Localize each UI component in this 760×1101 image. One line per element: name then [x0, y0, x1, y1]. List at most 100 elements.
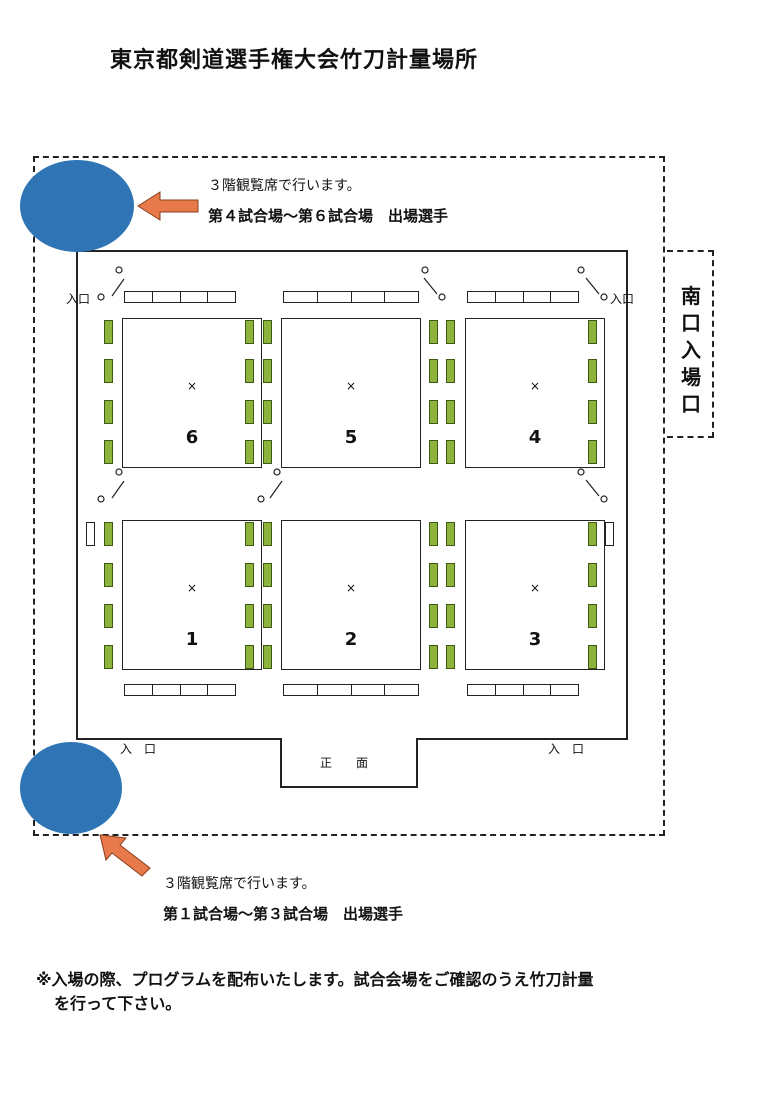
bench — [245, 400, 254, 424]
bench — [245, 320, 254, 344]
side-box — [86, 522, 95, 546]
entrance-label: 入口 — [610, 292, 635, 306]
bench — [104, 563, 113, 587]
court-number: 1 — [185, 629, 199, 650]
bench — [446, 320, 455, 344]
court-number: 2 — [344, 629, 358, 650]
bench — [588, 645, 597, 669]
door-swing — [585, 277, 600, 295]
bench — [245, 563, 254, 587]
door-circle — [115, 266, 123, 274]
weighing-location-marker — [20, 742, 122, 834]
bench — [446, 440, 455, 464]
bench — [429, 400, 438, 424]
bench — [104, 604, 113, 628]
bench — [429, 359, 438, 383]
official-table — [467, 684, 579, 696]
bench — [429, 522, 438, 546]
door-circle — [600, 293, 608, 301]
top-note-line2: 第４試合場～第６試合場 出場選手 — [208, 207, 449, 225]
door-circle — [97, 495, 105, 503]
footer-line1: ※入場の際、プログラムを配布いたします。試合会場をご確認のうえ竹刀計量 — [36, 970, 594, 989]
center-mark: × — [529, 581, 541, 595]
official-table — [283, 684, 419, 696]
south-entrance-label: 南口入場口 — [681, 284, 701, 416]
bench — [245, 440, 254, 464]
bench — [429, 645, 438, 669]
official-table — [124, 291, 236, 303]
court-5: × 5 — [281, 318, 421, 468]
bench — [446, 400, 455, 424]
bench — [104, 320, 113, 344]
bench — [263, 400, 272, 424]
bench — [588, 400, 597, 424]
door-circle — [600, 495, 608, 503]
bench — [446, 522, 455, 546]
court-number: 4 — [528, 427, 542, 448]
entrance-label: 入口 — [66, 292, 91, 306]
front-notch — [280, 738, 418, 788]
court-number: 3 — [528, 629, 542, 650]
bench — [263, 563, 272, 587]
center-mark: × — [186, 379, 198, 393]
court-6: × 6 — [122, 318, 262, 468]
door-circle — [97, 293, 105, 301]
bottom-note-line1: ３階観覧席で行います。 — [163, 876, 316, 892]
official-table — [283, 291, 419, 303]
page-title: 東京都剣道選手権大会竹刀計量場所 — [110, 48, 479, 73]
bench — [245, 522, 254, 546]
bench — [245, 604, 254, 628]
door-circle — [421, 266, 429, 274]
side-box — [605, 522, 614, 546]
court-1: × 1 — [122, 520, 262, 670]
bench — [245, 359, 254, 383]
bench — [429, 320, 438, 344]
entrance-label: 入 口 — [548, 742, 585, 756]
court-number: 6 — [185, 427, 199, 448]
door-circle — [438, 293, 446, 301]
footer-note: ※入場の際、プログラムを配布いたします。試合会場をご確認のうえ竹刀計量 を行って… — [36, 968, 736, 1016]
bench — [446, 359, 455, 383]
official-table — [467, 291, 579, 303]
bench — [263, 604, 272, 628]
bench — [429, 563, 438, 587]
bench — [104, 522, 113, 546]
bench — [263, 320, 272, 344]
door-circle — [115, 468, 123, 476]
footer-line2: を行って下さい。 — [54, 994, 182, 1013]
bench — [446, 645, 455, 669]
door-swing — [585, 479, 600, 497]
weighing-location-marker — [20, 160, 134, 252]
court-4: × 4 — [465, 318, 605, 468]
bench — [104, 359, 113, 383]
bench — [263, 440, 272, 464]
outer-boundary — [33, 156, 665, 836]
arrow-icon — [99, 834, 151, 877]
entrance-label: 入 口 — [120, 742, 157, 756]
bench — [446, 563, 455, 587]
bench — [263, 522, 272, 546]
bench — [104, 440, 113, 464]
door-swing — [111, 278, 125, 297]
bench — [588, 440, 597, 464]
bench — [263, 645, 272, 669]
court-2: × 2 — [281, 520, 421, 670]
bench — [429, 604, 438, 628]
bench — [588, 604, 597, 628]
door-circle — [577, 266, 585, 274]
door-circle — [273, 468, 281, 476]
bench — [104, 645, 113, 669]
bench — [245, 645, 254, 669]
door-swing — [423, 277, 438, 295]
door-circle — [257, 495, 265, 503]
door-swing — [269, 480, 283, 499]
south-entrance-box — [667, 250, 714, 438]
bench — [104, 400, 113, 424]
bench — [263, 359, 272, 383]
official-table — [124, 684, 236, 696]
front-label: 正 面 — [320, 756, 369, 770]
center-mark: × — [345, 581, 357, 595]
center-mark: × — [345, 379, 357, 393]
arrow-icon — [137, 191, 199, 221]
